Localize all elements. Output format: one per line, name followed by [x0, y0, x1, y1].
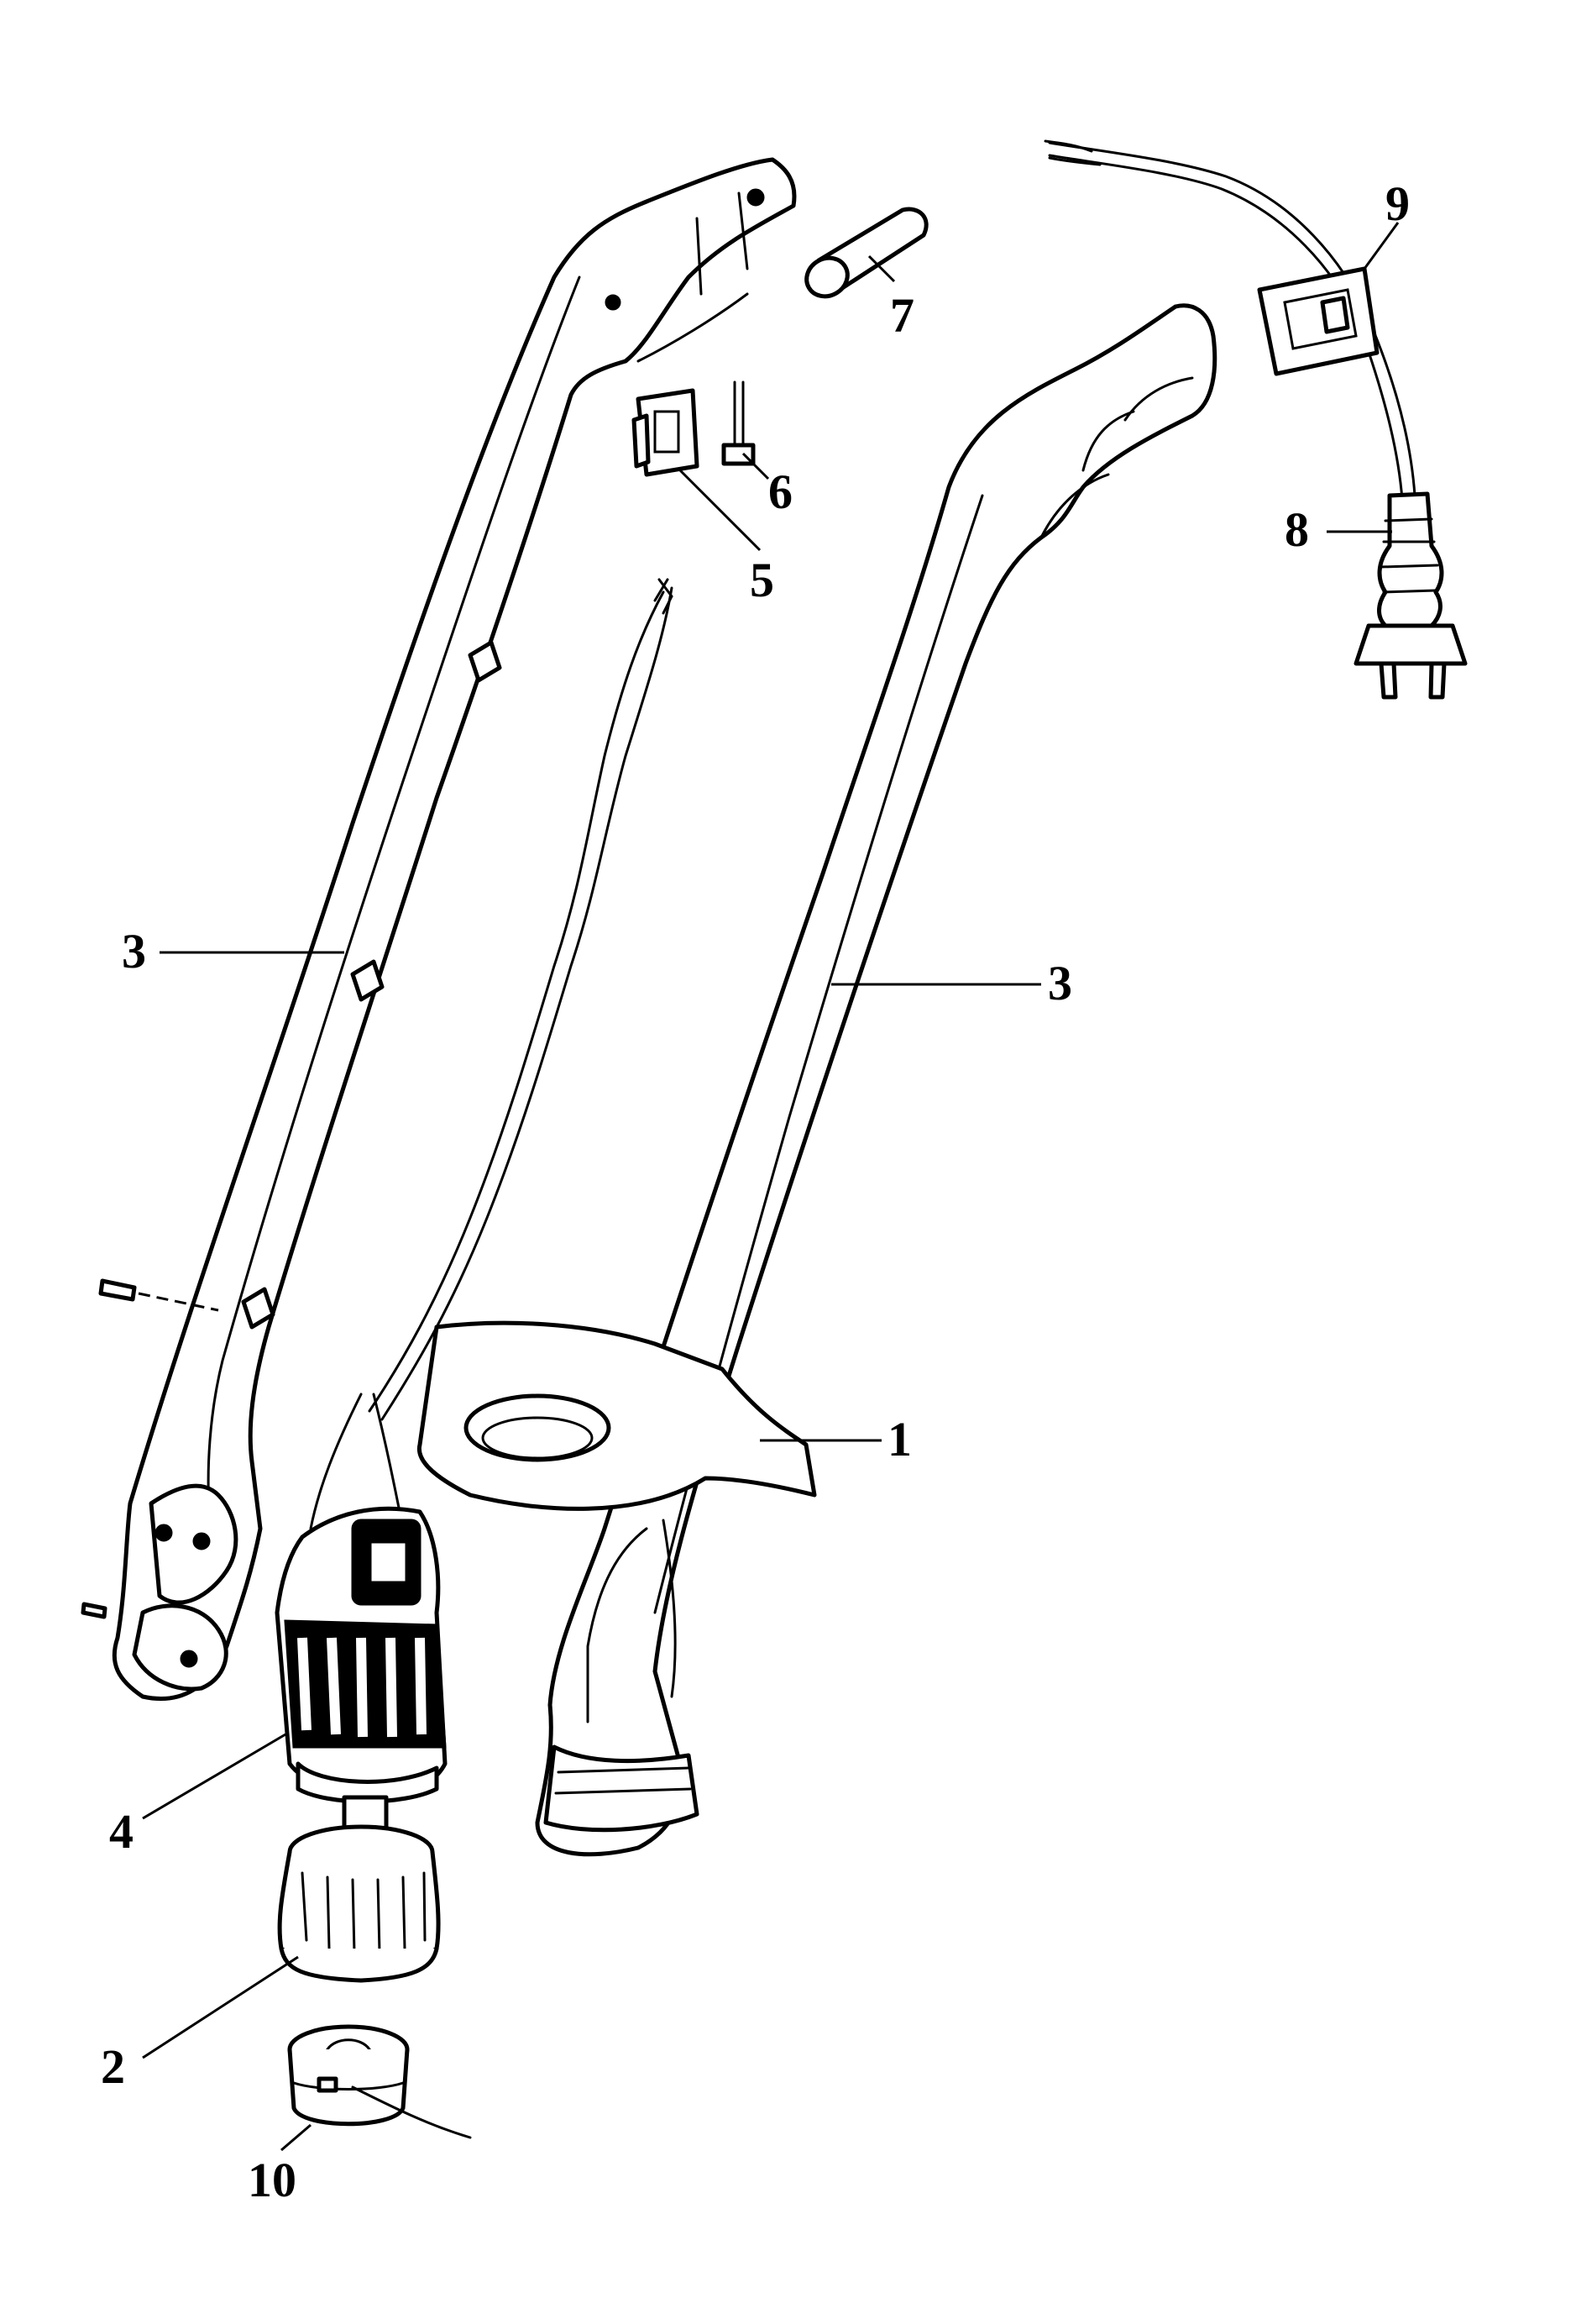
spool	[287, 2024, 472, 2139]
callout-7: 7	[890, 288, 914, 343]
callout-5: 5	[750, 553, 774, 607]
callout-8: 8	[1285, 502, 1309, 557]
leader-4	[142, 1733, 286, 1820]
callout-6: 6	[768, 464, 793, 519]
spool-housing	[277, 1795, 441, 1983]
callout-labels: 1 2 3 3 4 5 6 7 8 9 10	[101, 176, 1410, 2207]
terminal	[721, 380, 756, 466]
callout-9: 9	[1385, 176, 1410, 231]
cord-plug-assembly	[1044, 139, 1468, 700]
callout-4: 4	[109, 1804, 134, 1859]
callout-3-left: 3	[122, 924, 146, 978]
motor	[275, 1506, 448, 1804]
guard	[416, 1320, 817, 1511]
screw-lower-icon	[81, 1602, 107, 1619]
callout-2: 2	[101, 2039, 125, 2094]
callout-1: 1	[887, 1412, 912, 1466]
cord-guard	[804, 207, 929, 299]
leader-10	[280, 2123, 312, 2152]
housing-half-left	[112, 157, 797, 1701]
screw-upper-icon	[98, 1278, 219, 1312]
callout-10: 10	[248, 2153, 296, 2207]
leader-5	[678, 469, 762, 552]
leader-6	[741, 452, 770, 480]
leader-7	[867, 254, 896, 283]
callout-3-right: 3	[1048, 956, 1072, 1010]
switch	[631, 388, 699, 477]
housing-half-right	[535, 303, 1217, 1857]
motor-cable	[309, 578, 673, 1530]
leader-2	[142, 1955, 299, 2059]
leader-9	[1363, 222, 1400, 270]
leader-lines	[142, 222, 1400, 2152]
